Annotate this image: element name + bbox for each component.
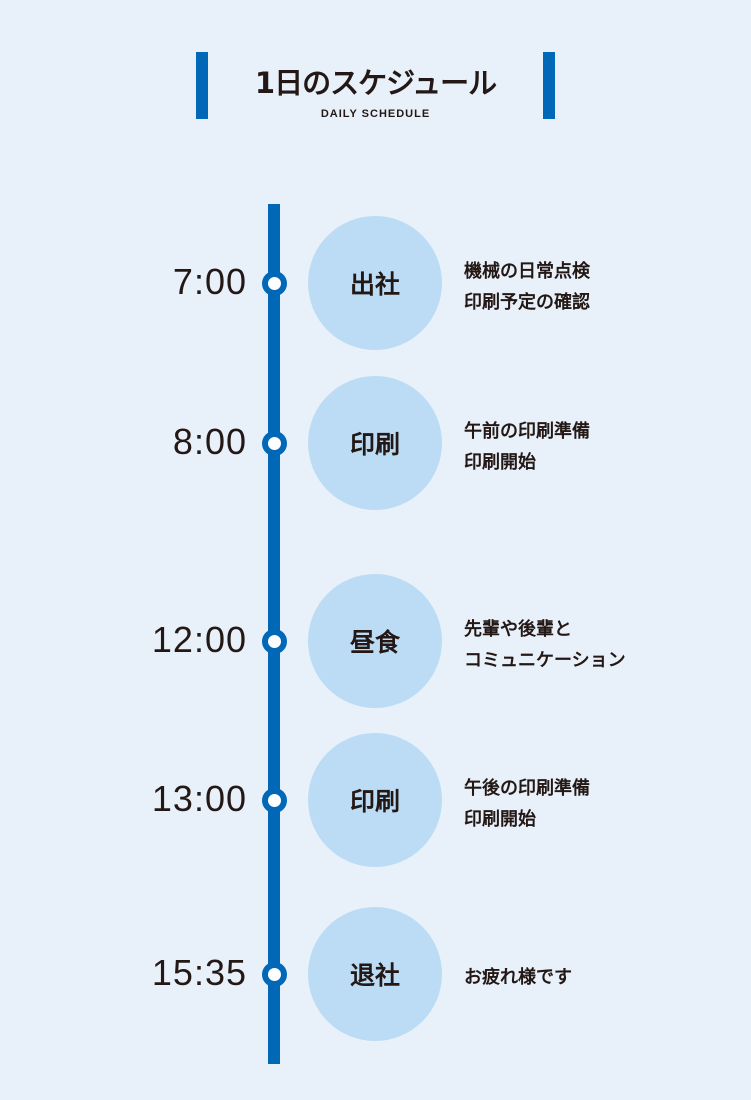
schedule-description: 機械の日常点検印刷予定の確認 bbox=[464, 261, 590, 313]
timeline-dot bbox=[262, 962, 287, 987]
timeline-dot bbox=[262, 271, 287, 296]
timeline-dot bbox=[262, 629, 287, 654]
schedule-description: お疲れ様です bbox=[464, 967, 572, 988]
title-bar-right bbox=[543, 52, 555, 119]
page-subtitle: DAILY SCHEDULE bbox=[320, 108, 431, 120]
schedule-description: 午後の印刷準備印刷開始 bbox=[464, 778, 590, 830]
schedule-label: 出社 bbox=[308, 216, 442, 350]
schedule-label: 印刷 bbox=[308, 376, 442, 510]
schedule-time: 7:00 bbox=[172, 261, 247, 302]
timeline-dot bbox=[262, 788, 287, 813]
schedule-description: 午前の印刷準備印刷開始 bbox=[464, 421, 590, 473]
schedule-time: 15:35 bbox=[151, 952, 247, 993]
schedule-time: 13:00 bbox=[151, 778, 247, 819]
title-bar-left bbox=[196, 52, 208, 119]
page-title: 1日のスケジュール bbox=[254, 66, 497, 100]
schedule-label: 昼食 bbox=[308, 574, 442, 708]
schedule-description: 先輩や後輩とコミュニケーション bbox=[464, 619, 626, 671]
schedule-time: 8:00 bbox=[172, 421, 247, 462]
schedule-label: 印刷 bbox=[308, 733, 442, 867]
timeline-dot bbox=[262, 431, 287, 456]
schedule-label: 退社 bbox=[308, 907, 442, 1041]
schedule-time: 12:00 bbox=[151, 619, 247, 660]
